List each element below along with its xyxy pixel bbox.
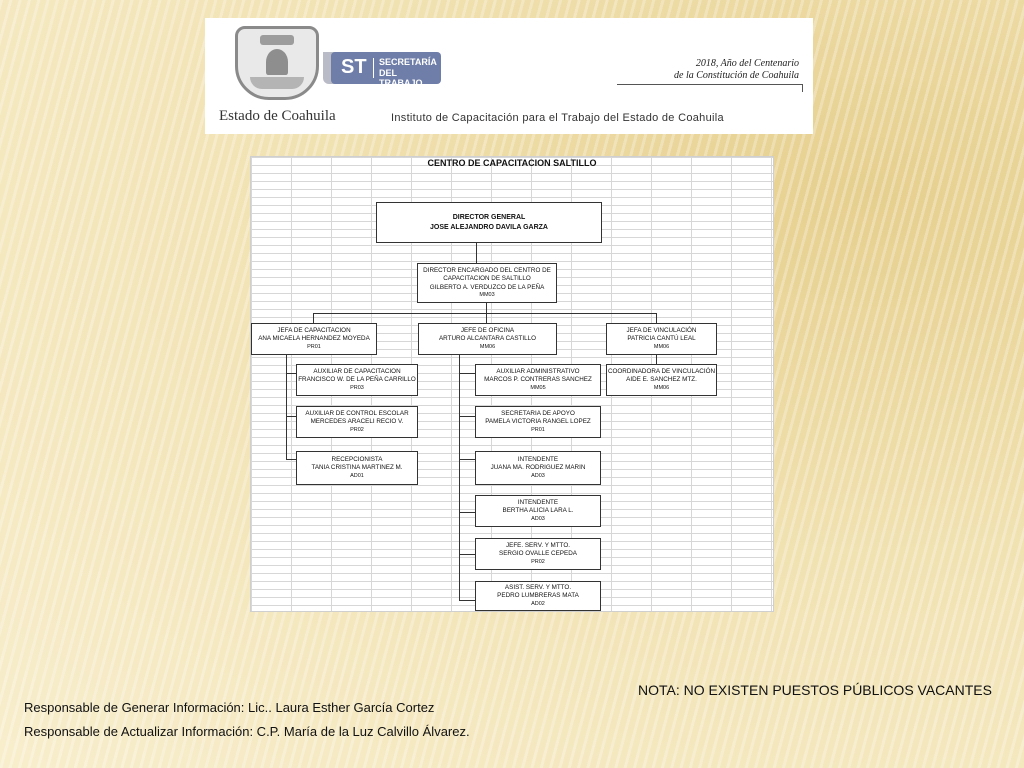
box-code: PR01 <box>307 343 321 350</box>
box-name: PAMELA VICTORIA RANGEL LOPEZ <box>485 418 591 426</box>
org-chart-title: CENTRO DE CAPACITACION SALTILLO <box>427 158 597 168</box>
box-name: FRANCISCO W. DE LA PEÑA CARRILLO <box>298 376 416 384</box>
connector-line <box>286 355 287 459</box>
box-name: MERCEDES ARACELI RECIO V. <box>310 418 404 426</box>
box-code: AD02 <box>531 600 545 607</box>
connector-line <box>286 416 296 417</box>
org-box-intendente-2: INTENDENTE BERTHA ALICIA LARA L. AD03 <box>475 495 601 527</box>
st-line-1: SECRETARÍA <box>379 57 437 67</box>
connector-line <box>459 416 475 417</box>
header-banner: ST SECRETARÍA DEL TRABAJO Estado de Coah… <box>205 18 813 134</box>
box-title: ASIST. SERV. Y MTTO. <box>504 583 572 591</box>
org-box-intendente-1: INTENDENTE JUANA MA. RODRIGUEZ MARIN AD0… <box>475 451 601 485</box>
org-box-auxiliar-capacitacion: AUXILIAR DE CAPACITACION FRANCISCO W. DE… <box>296 364 418 396</box>
box-title: INTENDENTE <box>517 498 559 506</box>
connector-line <box>656 313 657 323</box>
box-code: PR02 <box>350 426 364 433</box>
header-rule <box>617 84 803 85</box>
box-code: PR03 <box>350 384 364 391</box>
box-title: JEFE. SERV. Y MTTO. <box>505 541 571 549</box>
connector-line <box>313 313 314 323</box>
box-name: JUANA MA. RODRIGUEZ MARIN <box>490 464 586 472</box>
st-abbrev: ST <box>341 56 367 78</box>
connector-line <box>286 459 296 460</box>
secretaria-del-trabajo-logo: ST SECRETARÍA DEL TRABAJO <box>331 52 441 88</box>
box-title: AUXILIAR DE CONTROL ESCOLAR <box>305 409 409 417</box>
connector-line <box>459 600 475 601</box>
st-logo-divider <box>373 58 374 78</box>
box-name: GILBERTO A. VERDUZCO DE LA PEÑA <box>429 283 545 291</box>
box-code: PR02 <box>531 558 545 565</box>
responsible-update-info: Responsable de Actualizar Información: C… <box>24 724 470 739</box>
org-box-director-general: DIRECTOR GENERAL JOSE ALEJANDRO DAVILA G… <box>376 202 602 243</box>
box-code: AD01 <box>350 472 364 479</box>
box-name: SERGIO OVALLE CEPEDA <box>499 550 577 558</box>
box-title: DIRECTOR GENERAL <box>452 214 526 222</box>
institute-name: Instituto de Capacitación para el Trabaj… <box>391 112 724 124</box>
org-box-jefe-oficina: JEFE DE OFICINA ARTURO ALCANTARA CASTILL… <box>418 323 557 355</box>
box-name: PEDRO LUMBRERAS MATA <box>497 592 579 600</box>
org-box-asist-serv-mtto: ASIST. SERV. Y MTTO. PEDRO LUMBRERAS MAT… <box>475 581 601 611</box>
org-box-director-centro: DIRECTOR ENCARGADO DEL CENTRO DE CAPACIT… <box>417 263 557 303</box>
box-title: DIRECTOR ENCARGADO DEL CENTRO DE <box>423 266 551 274</box>
box-name: ANA MICAELA HERNANDEZ MOYEDA <box>258 335 370 343</box>
st-line-2: DEL TRABAJO <box>379 68 423 88</box>
org-box-auxiliar-control-escolar: AUXILIAR DE CONTROL ESCOLAR MERCEDES ARA… <box>296 406 418 438</box>
box-title: AUXILIAR DE CAPACITACION <box>313 367 401 375</box>
connector-line <box>486 313 487 323</box>
box-name: PATRICIA CANTÚ LEAL <box>627 335 696 343</box>
org-box-jefa-capacitacion: JEFA DE CAPACITACION ANA MICAELA HERNAND… <box>251 323 377 355</box>
connector-line <box>459 512 475 513</box>
connector-line <box>656 355 657 365</box>
org-box-jefa-vinculacion: JEFA DE VINCULACIÓN PATRICIA CANTÚ LEAL … <box>606 323 717 355</box>
box-code: AD03 <box>531 515 545 522</box>
coahuila-coat-of-arms-logo <box>235 26 319 100</box>
connector-line <box>459 459 475 460</box>
box-title: AUXILIAR ADMINISTRATIVO <box>496 367 580 375</box>
box-title: COORDINADORA DE VINCULACIÓN <box>607 367 716 375</box>
org-box-jefe-serv-mtto: JEFE. SERV. Y MTTO. SERGIO OVALLE CEPEDA… <box>475 538 601 570</box>
year-motto-line-1: 2018, Año del Centenario <box>695 58 799 69</box>
connector-line <box>459 355 460 601</box>
box-code: AD03 <box>531 472 545 479</box>
connector-line <box>313 313 656 314</box>
box-name: AIDE E. SANCHEZ MTZ. <box>626 376 697 384</box>
box-title: JEFA DE CAPACITACION <box>277 326 351 334</box>
responsible-generate-info: Responsable de Generar Información: Lic.… <box>24 700 435 715</box>
box-title: INTENDENTE <box>517 455 559 463</box>
connector-line <box>286 373 296 374</box>
connector-line <box>459 554 475 555</box>
year-motto-line-2: de la Constitución de Coahuila <box>674 70 799 81</box>
org-chart: CENTRO DE CAPACITACION SALTILLO DIRECTOR… <box>250 156 774 612</box>
box-code: MM06 <box>479 343 496 350</box>
org-box-recepcionista: RECEPCIONISTA TANIA CRISTINA MARTINEZ M.… <box>296 451 418 485</box>
box-name: MARCOS P. CONTRERAS SANCHEZ <box>484 376 592 384</box>
box-title: CAPACITACION DE SALTILLO <box>443 275 531 283</box>
box-title: RECEPCIONISTA <box>331 455 383 463</box>
state-name: Estado de Coahuila <box>219 108 336 124</box>
seal-base <box>250 77 304 89</box>
box-name: BERTHA ALICIA LARA L. <box>502 507 574 515</box>
seal-crown <box>260 35 294 45</box>
connector-line <box>476 243 477 263</box>
box-name: ARTURO ALCANTARA CASTILLO <box>438 335 537 343</box>
header-rule-tick <box>802 84 803 92</box>
box-code: PR01 <box>531 426 545 433</box>
box-name: JOSE ALEJANDRO DAVILA GARZA <box>430 223 548 231</box>
org-box-auxiliar-administrativo: AUXILIAR ADMINISTRATIVO MARCOS P. CONTRE… <box>475 364 601 396</box>
box-code: MM06 <box>653 343 670 350</box>
connector-line <box>486 303 487 314</box>
org-box-coordinadora-vinculacion: COORDINADORA DE VINCULACIÓN AIDE E. SANC… <box>606 364 717 396</box>
box-name: TANIA CRISTINA MARTINEZ M. <box>311 464 403 472</box>
org-box-secretaria-apoyo: SECRETARIA DE APOYO PAMELA VICTORIA RANG… <box>475 406 601 438</box>
vacancy-note: NOTA: NO EXISTEN PUESTOS PÚBLICOS VACANT… <box>638 682 992 698</box>
box-code: MM05 <box>530 384 546 391</box>
box-code: MM06 <box>653 384 670 391</box>
box-code: MM03 <box>479 292 495 299</box>
connector-line <box>459 373 475 374</box>
box-title: JEFA DE VINCULACIÓN <box>626 326 697 334</box>
box-title: JEFE DE OFICINA <box>460 326 515 334</box>
box-title: SECRETARIA DE APOYO <box>501 409 575 417</box>
seal-tree <box>266 49 288 75</box>
